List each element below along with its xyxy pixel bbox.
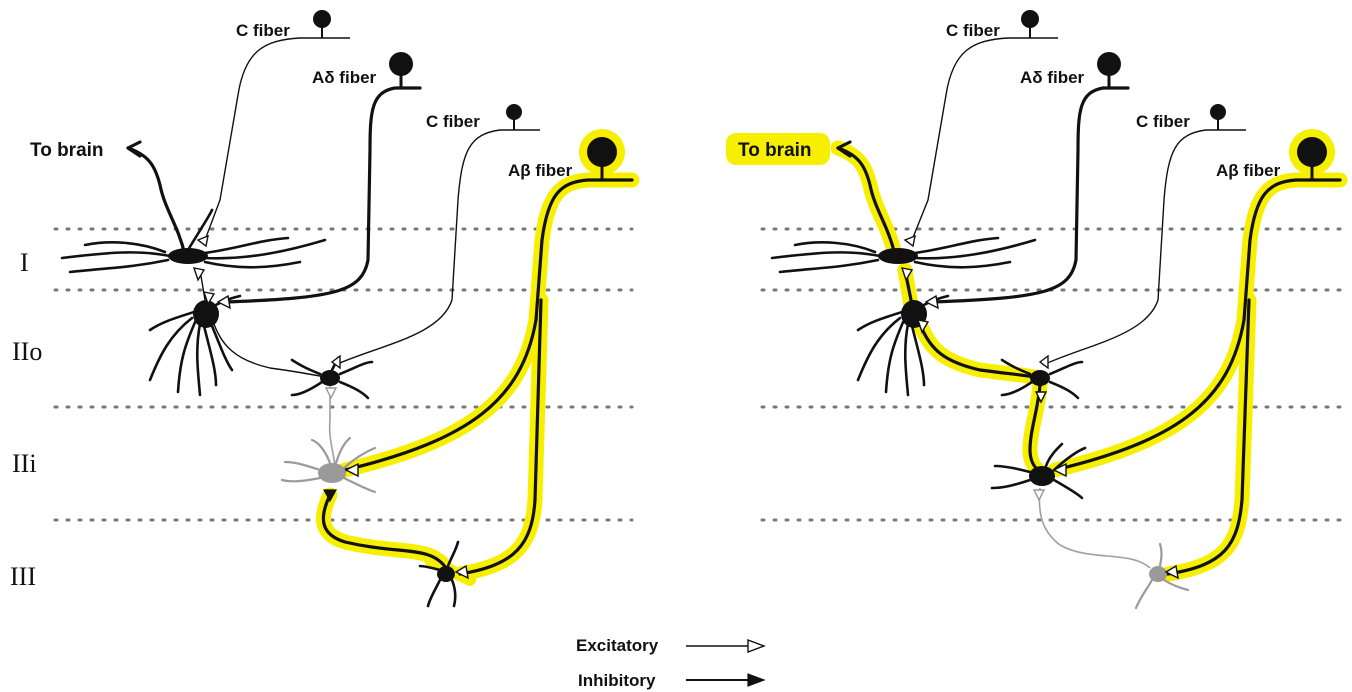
right-a-beta-fiber-axon	[1055, 180, 1340, 470]
right-to-brain-label: To brain	[738, 140, 812, 161]
left-c-fiber-label: C fiber	[236, 21, 290, 40]
layer-label-i: I	[20, 248, 29, 277]
left-to-brain-label: To brain	[30, 140, 104, 161]
left-excitatory-synapse	[198, 236, 208, 246]
left-projection-neuron	[62, 210, 325, 272]
right-c-fiber-2-label: C fiber	[1136, 112, 1190, 131]
layer-label-iii-deep: III	[10, 562, 36, 591]
left-excitatory-synapse	[326, 388, 336, 398]
left-iio-axon	[212, 318, 330, 378]
left-c-fiber-2-label: C fiber	[426, 112, 480, 131]
left-a-delta-fiber-label: Aδ fiber	[312, 68, 377, 87]
lamina-boundaries	[55, 229, 1340, 520]
right-a-beta-fiber-label: Aβ fiber	[1216, 161, 1281, 180]
right-panel: C fiber Aδ fiber C fiber Aβ fiber To bra…	[726, 10, 1340, 608]
right-fiber-knobs	[1021, 10, 1327, 180]
legend-excitatory-label: Excitatory	[576, 636, 659, 655]
right-a-delta-fiber-label: Aδ fiber	[1020, 68, 1085, 87]
legend-excitatory-symbol	[748, 640, 764, 652]
layer-label-iii: IIi	[12, 449, 37, 478]
left-a-delta-fiber-axon	[225, 88, 420, 302]
layer-labels: I IIo IIi III	[10, 248, 42, 591]
left-fiber-knobs	[313, 10, 617, 180]
right-excitatory-synapse	[926, 296, 938, 308]
right-c-fiber-label: C fiber	[946, 21, 1000, 40]
layer-label-iio: IIo	[12, 337, 42, 366]
right-excitatory-synapse	[1034, 490, 1044, 500]
right-a-delta-fiber-axon	[932, 88, 1128, 302]
legend-inhibitory-symbol	[748, 674, 764, 686]
legend-inhibitory-label: Inhibitory	[578, 671, 656, 690]
left-output-axon	[128, 148, 185, 255]
legend: Excitatory Inhibitory	[576, 636, 764, 690]
right-excitatory-synapse	[1040, 356, 1048, 368]
right-excitatory-synapse	[905, 236, 915, 246]
left-panel: C fiber Aδ fiber C fiber Aβ fiber To bra…	[30, 10, 632, 606]
left-a-beta-fiber-axon	[345, 180, 632, 470]
left-a-beta-fiber-label: Aβ fiber	[508, 161, 573, 180]
left-excitatory-synapse	[194, 268, 204, 280]
right-gray-axon	[1039, 488, 1150, 568]
left-excitatory-synapse	[218, 296, 230, 308]
